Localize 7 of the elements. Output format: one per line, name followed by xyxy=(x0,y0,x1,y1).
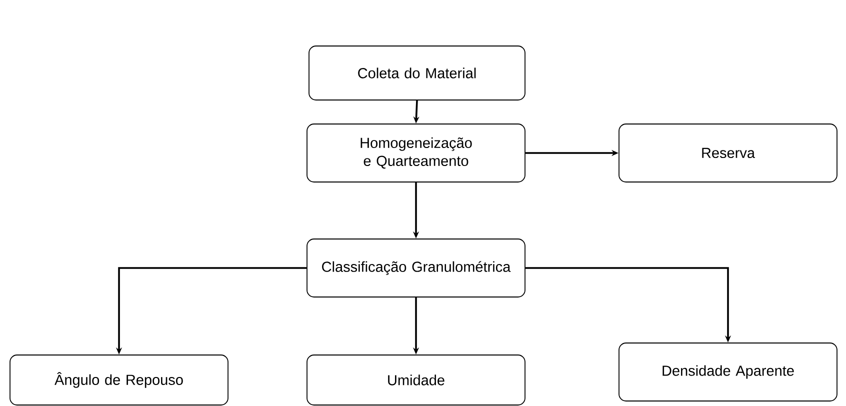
process-box: Homogeneização e Quarteamento xyxy=(306,124,526,182)
process-box: Coleta do Material xyxy=(308,46,526,100)
process-box: Classificação Granulométrica xyxy=(306,238,526,298)
process-box: Ângulo de Repouso xyxy=(10,354,228,406)
process-box: Densidade Aparente xyxy=(618,342,838,402)
process-box: Umidade xyxy=(306,354,526,406)
process-box: Reserva xyxy=(618,124,838,182)
